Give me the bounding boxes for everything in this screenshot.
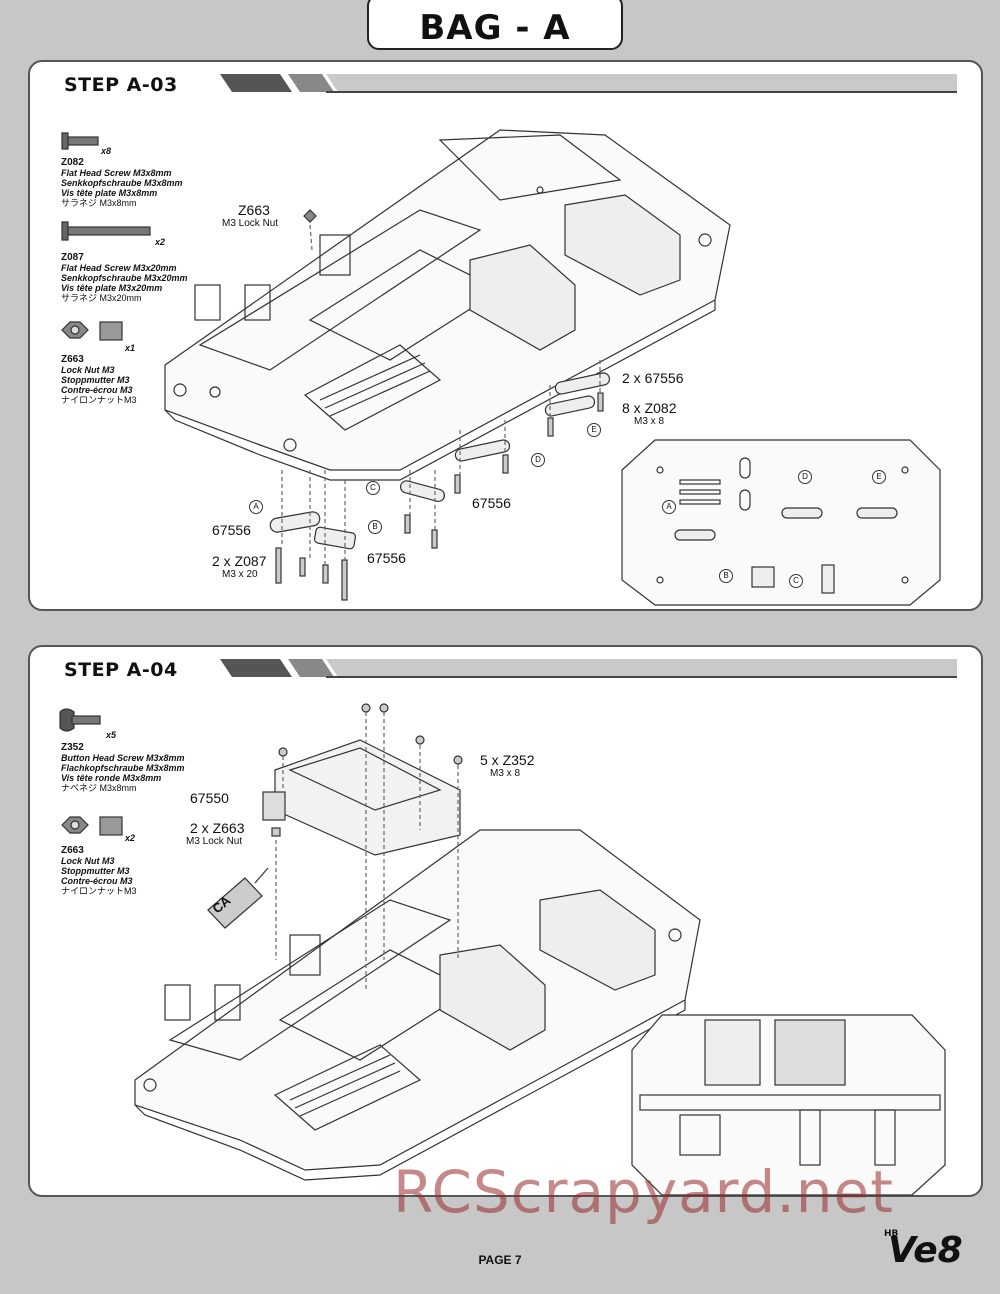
step-header-stripes — [220, 659, 957, 678]
qty-z663-a04: x2 — [125, 833, 136, 843]
chassis-drawing-a04 — [134, 829, 701, 1181]
part-desc-de: Senkkopfschraube M3x20mm — [61, 273, 188, 283]
inset-plan-a04 — [631, 1014, 946, 1196]
bag-title: BAG - A — [419, 8, 571, 48]
qty-z087: x2 — [155, 237, 166, 247]
callout-box-part: 67550 — [190, 790, 229, 806]
part-desc-en: Flat Head Screw M3x8mm — [61, 168, 172, 178]
receiver-box-drawing — [262, 739, 461, 856]
callout-screws-size-a04: M3 x 8 — [490, 768, 521, 779]
screws-a04 — [271, 703, 463, 837]
brand-logo: Ve8 HB — [880, 1222, 970, 1277]
chassis-drawing-a03 — [164, 129, 731, 481]
qty-z663: x1 — [125, 343, 136, 353]
part-desc-de: Stoppmutter M3 — [61, 375, 130, 385]
part-code: Z087 — [61, 252, 84, 263]
callout-long-screws: 2 x Z087 — [212, 553, 267, 569]
callout-nuts: 2 x Z663 — [190, 820, 245, 836]
inset-ident-c: C — [789, 574, 803, 588]
callout-c-part: 67556 — [472, 495, 511, 511]
bag-title-tab: BAG - A — [367, 0, 623, 50]
part-code: Z663 — [61, 354, 84, 365]
part-desc-de: Stoppmutter M3 — [61, 866, 130, 876]
callout-locknut-desc: M3 Lock Nut — [222, 218, 279, 229]
callout-b-part: 67556 — [367, 550, 406, 566]
part-desc-fr: Vis tête ronde M3x8mm — [61, 773, 162, 783]
ident-b: B — [368, 520, 382, 534]
screws-a03 — [275, 392, 604, 601]
part-desc-en: Lock Nut M3 — [61, 365, 115, 375]
ident-e: E — [587, 423, 601, 437]
callout-nuts-desc: M3 Lock Nut — [186, 836, 243, 847]
lock-nut-icon — [61, 321, 123, 341]
step-header-stripes — [220, 74, 957, 93]
part-desc-jp: サラネジ M3x20mm — [61, 293, 142, 303]
part-code: Z082 — [61, 157, 84, 168]
part-desc-jp: サラネジ M3x8mm — [61, 198, 137, 208]
part-z087: Z087 Flat Head Screw M3x20mm Senkkopfsch… — [61, 252, 188, 304]
bracket-e — [544, 372, 611, 417]
part-desc-en: Lock Nut M3 — [61, 856, 115, 866]
inset-ident-a: A — [662, 500, 676, 514]
watermark: RCScrapyard.net — [393, 1158, 894, 1226]
qty-z082: x8 — [101, 146, 112, 156]
ca-glue-bottle-icon — [207, 867, 269, 929]
callout-e-part: 2 x 67556 — [622, 370, 684, 386]
part-desc-fr: Contre-écrou M3 — [61, 385, 133, 395]
callout-locknut-code: Z663 — [238, 202, 270, 218]
part-code: Z663 — [61, 845, 84, 856]
bracket-a — [269, 511, 321, 533]
bracket-b — [313, 526, 357, 550]
step-title: STEP A-04 — [64, 659, 178, 681]
svg-text:HB: HB — [884, 1229, 899, 1239]
page-number: PAGE 7 — [478, 1253, 522, 1267]
part-desc-fr: Vis tête plate M3x8mm — [61, 188, 158, 198]
ident-d: D — [531, 453, 545, 467]
part-desc-jp: ナイロンナットM3 — [61, 886, 137, 896]
button-head-screw-icon — [59, 708, 101, 732]
ident-a: A — [249, 500, 263, 514]
part-z352: Z352 Button Head Screw M3x8mm Flachkopfs… — [61, 742, 185, 794]
bracket-c — [399, 480, 446, 502]
part-desc-en: Button Head Screw M3x8mm — [61, 753, 185, 763]
step-title: STEP A-03 — [64, 74, 178, 96]
part-code: Z352 — [61, 742, 84, 753]
part-desc-jp: ナベネジ M3x8mm — [61, 783, 137, 793]
part-desc-en: Flat Head Screw M3x20mm — [61, 263, 177, 273]
inset-plan-a03 — [621, 439, 941, 606]
callout-screws-a04: 5 x Z352 — [480, 752, 535, 768]
part-desc-fr: Contre-écrou M3 — [61, 876, 133, 886]
part-desc-fr: Vis tête plate M3x20mm — [61, 283, 163, 293]
part-z082: Z082 Flat Head Screw M3x8mm Senkkopfschr… — [61, 157, 183, 209]
part-desc-de: Senkkopfschraube M3x8mm — [61, 178, 183, 188]
part-z663-a04: Z663 Lock Nut M3 Stoppmutter M3 Contre-é… — [61, 845, 137, 897]
inset-ident-d: D — [798, 470, 812, 484]
inset-ident-e: E — [872, 470, 886, 484]
part-desc-de: Flachkopfschraube M3x8mm — [61, 763, 185, 773]
part-z663: Z663 Lock Nut M3 Stoppmutter M3 Contre-é… — [61, 354, 137, 406]
svg-text:Ve8: Ve8 — [888, 1230, 963, 1271]
callout-a-part: 67556 — [212, 522, 251, 538]
lock-nut-icon-a04 — [61, 816, 123, 836]
bracket-d — [454, 439, 511, 462]
lock-nut-small — [303, 209, 317, 223]
qty-z352: x5 — [106, 730, 117, 740]
callout-screws: 8 x Z082 — [622, 400, 677, 416]
callout-screws-size: M3 x 8 — [634, 416, 665, 427]
part-desc-jp: ナイロンナットM3 — [61, 395, 137, 405]
inset-ident-b: B — [719, 569, 733, 583]
flat-head-screw-long-icon — [61, 221, 151, 241]
callout-long-screws-size: M3 x 20 — [222, 569, 258, 580]
ident-c: C — [366, 481, 380, 495]
flat-head-screw-icon — [61, 132, 99, 150]
